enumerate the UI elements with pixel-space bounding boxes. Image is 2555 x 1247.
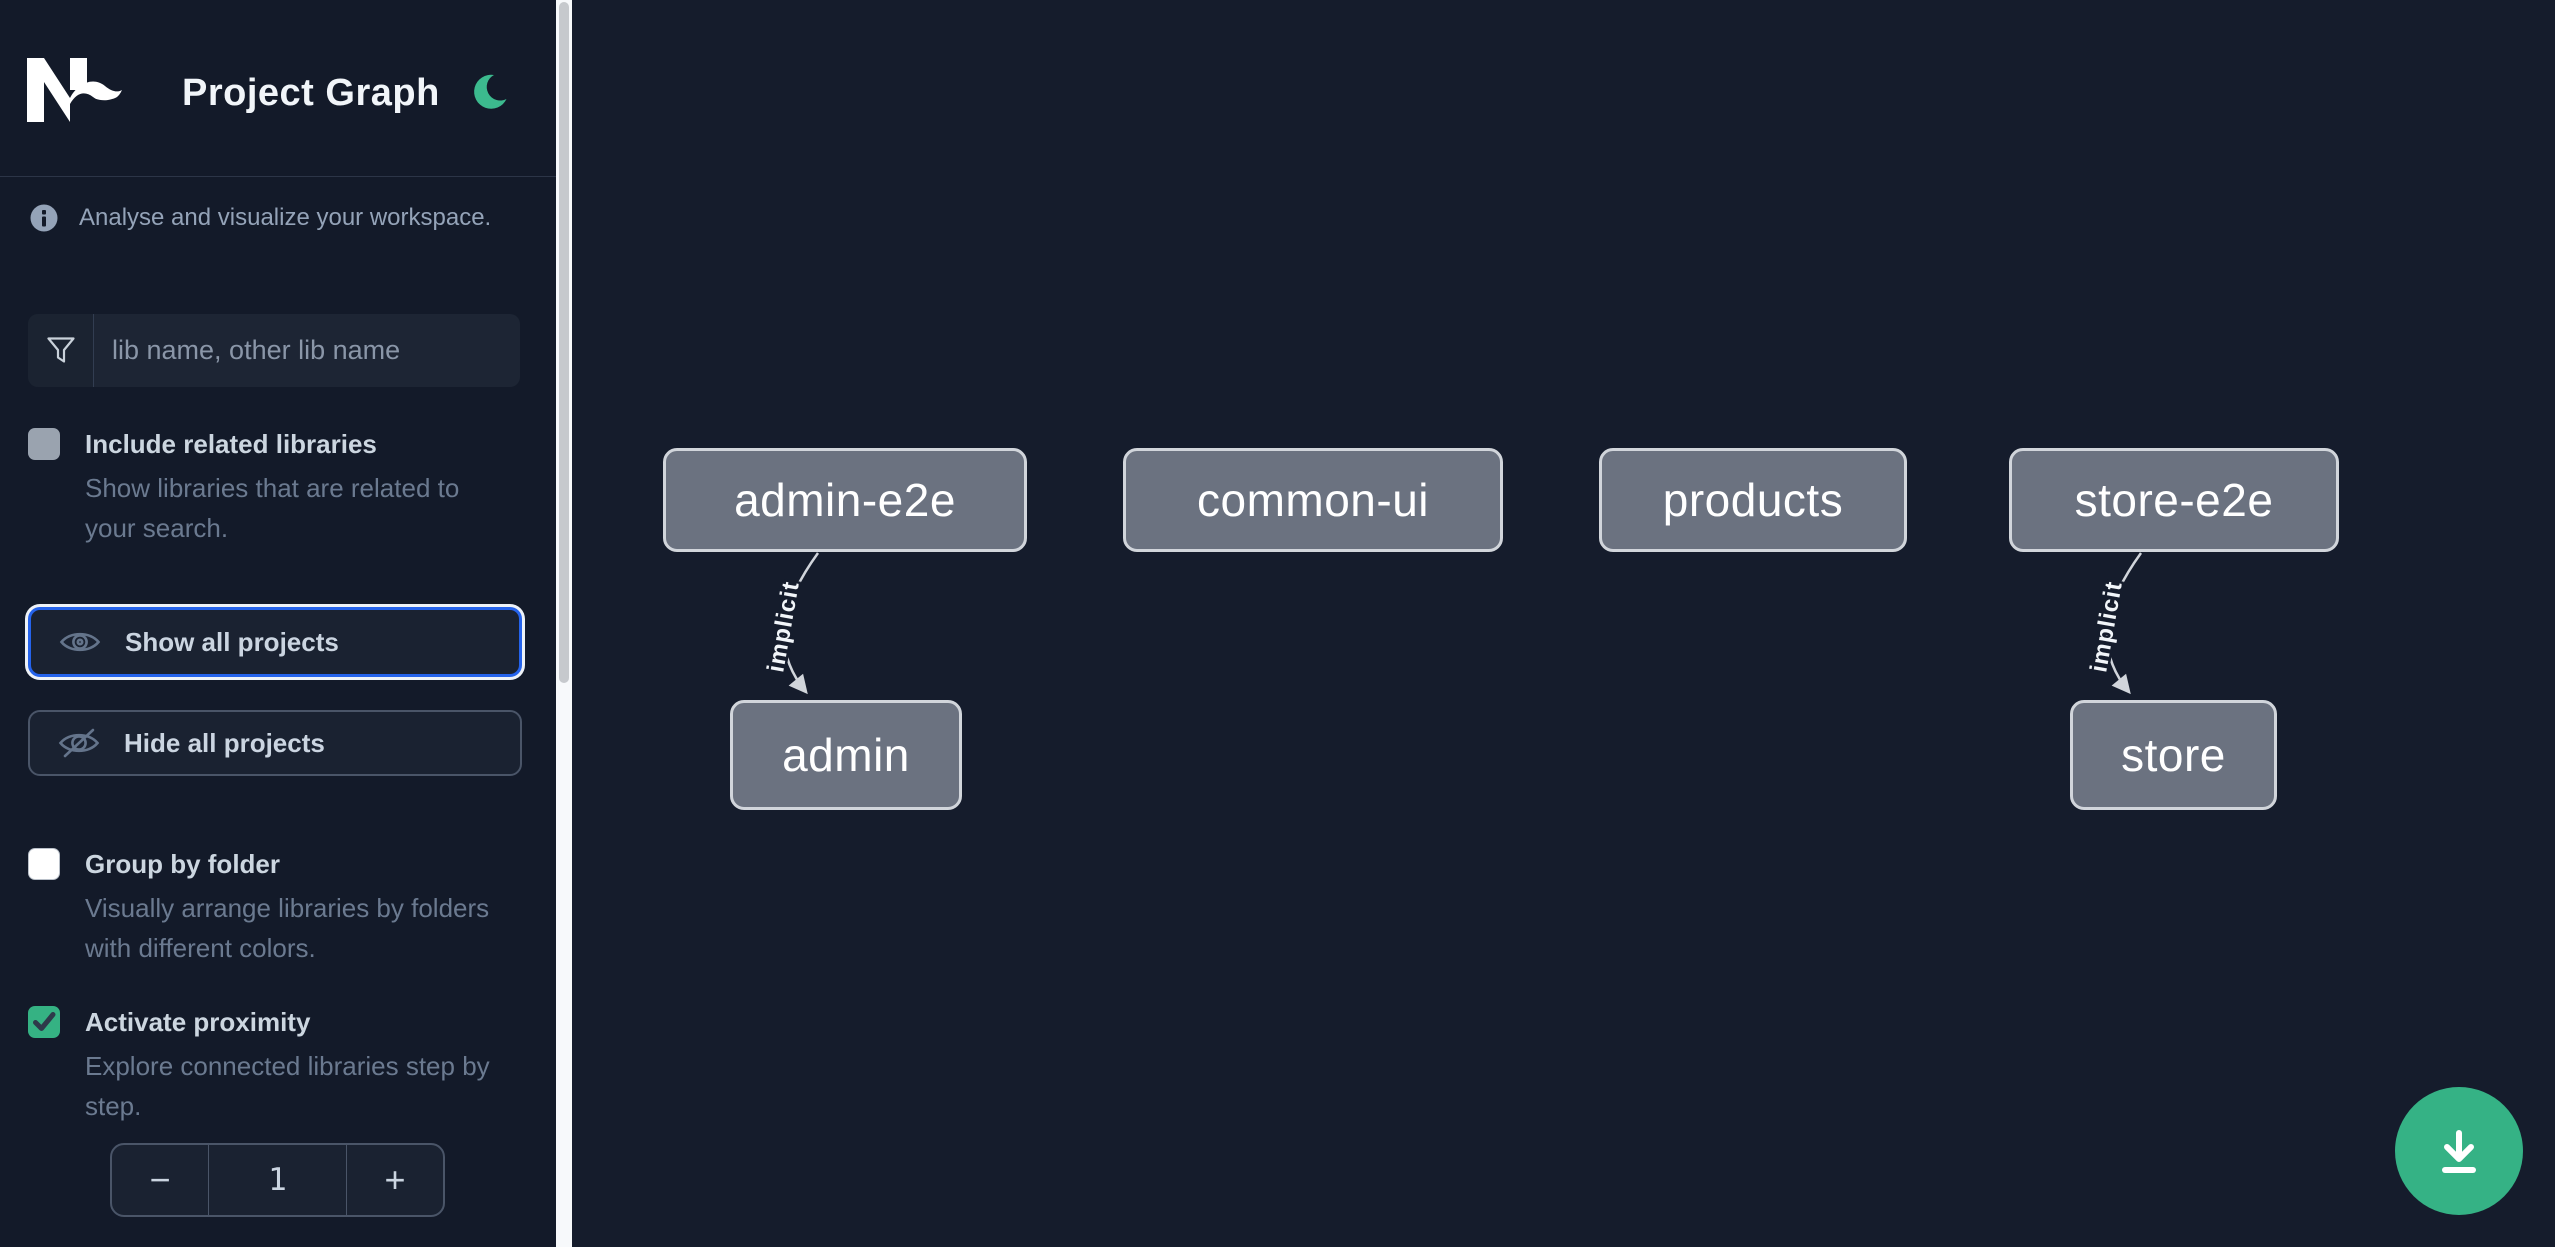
include-related-option: Include related libraries Show libraries…: [28, 428, 528, 548]
graph-node-common-ui[interactable]: common-ui: [1123, 448, 1503, 552]
search-input[interactable]: [94, 314, 520, 387]
proximity-depth-value[interactable]: 1: [208, 1145, 347, 1215]
page-title: Project Graph: [182, 72, 440, 114]
show-all-projects-button[interactable]: Show all projects: [28, 607, 522, 677]
graph-node-store[interactable]: store: [2070, 700, 2277, 810]
include-related-description: Show libraries that are related to your …: [85, 473, 460, 544]
hide-all-projects-button[interactable]: Hide all projects: [28, 710, 522, 776]
group-by-folder-label: Group by folder: [85, 848, 280, 879]
include-related-checkbox[interactable]: [28, 428, 60, 460]
show-all-projects-label: Show all projects: [125, 626, 339, 657]
graph-node-admin-e2e[interactable]: admin-e2e: [663, 448, 1027, 552]
graph-node-products[interactable]: products: [1599, 448, 1907, 552]
workspace-intro-text: Analyse and visualize your workspace.: [79, 204, 492, 231]
theme-toggle-button[interactable]: [468, 72, 510, 114]
header-divider: [0, 176, 556, 177]
download-icon: [2442, 1130, 2476, 1173]
eye-icon: [59, 632, 101, 652]
eye-off-icon: [58, 728, 100, 758]
download-graph-button[interactable]: [2395, 1087, 2523, 1215]
info-icon: [30, 204, 58, 232]
project-graph-canvas[interactable]: [572, 0, 2555, 1247]
nx-logo: [27, 58, 122, 122]
sidebar-scrollbar-track[interactable]: [556, 0, 572, 1247]
moon-icon: [474, 74, 507, 109]
decrement-button[interactable]: −: [112, 1145, 208, 1215]
activate-proximity-option: Activate proximity Explore connected lib…: [28, 1006, 528, 1126]
include-related-label: Include related libraries: [85, 428, 377, 459]
group-by-folder-option: Group by folder Visually arrange librari…: [28, 848, 528, 968]
filter-icon: [28, 314, 94, 387]
activate-proximity-description: Explore connected libraries step by step…: [85, 1051, 490, 1122]
graph-node-store-e2e[interactable]: store-e2e: [2009, 448, 2339, 552]
increment-button[interactable]: +: [347, 1145, 443, 1215]
group-by-folder-description: Visually arrange libraries by folders wi…: [85, 893, 490, 964]
activate-proximity-checkbox[interactable]: [28, 1006, 60, 1038]
hide-all-projects-label: Hide all projects: [124, 727, 325, 758]
sidebar: Project Graph Analyse and visualize your…: [0, 0, 557, 1247]
checkmark-icon: [33, 1012, 56, 1031]
proximity-depth-stepper: − 1 +: [110, 1143, 445, 1217]
graph-node-admin[interactable]: admin: [730, 700, 962, 810]
search-box: [28, 314, 520, 387]
sidebar-scrollbar-thumb[interactable]: [559, 2, 569, 683]
group-by-folder-checkbox[interactable]: [28, 848, 60, 880]
activate-proximity-label: Activate proximity: [85, 1006, 311, 1037]
